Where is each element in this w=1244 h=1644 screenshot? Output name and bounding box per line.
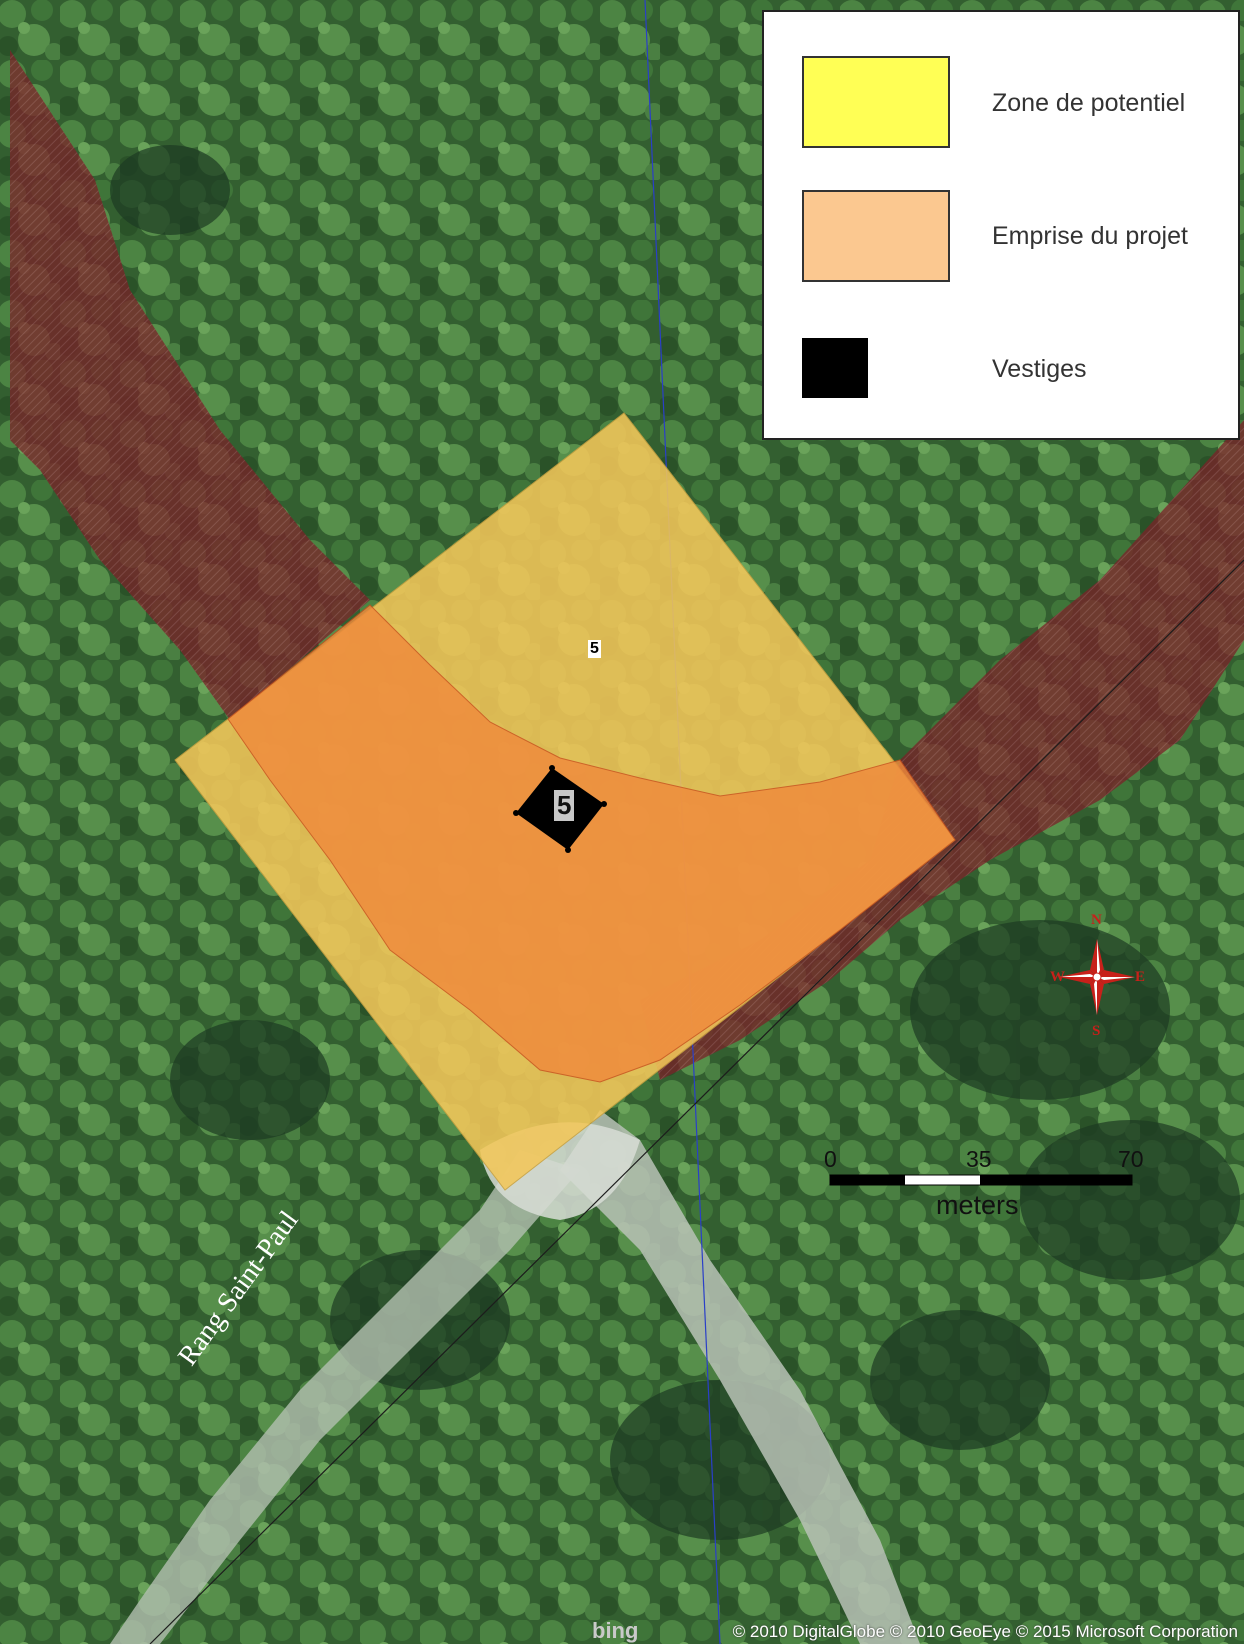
gravel-road-south bbox=[560, 1110, 920, 1644]
north-arrow-icon bbox=[1059, 939, 1135, 1015]
compass-e: E bbox=[1135, 969, 1146, 985]
compass-w: W bbox=[1050, 969, 1065, 985]
zone-id-label: 5 bbox=[588, 640, 601, 658]
legend-label-zone: Zone de potentiel bbox=[992, 89, 1186, 117]
scale-unit: meters bbox=[936, 1190, 1019, 1220]
scale-tick-70: 70 bbox=[1118, 1146, 1144, 1172]
bing-logo: bing bbox=[592, 1618, 639, 1643]
attribution-text: © 2010 DigitalGlobe © 2010 GeoEye © 2015… bbox=[732, 1622, 1238, 1641]
vestige-id-label: 5 bbox=[554, 790, 575, 821]
legend-label-emprise: Emprise du projet bbox=[992, 222, 1188, 250]
scale-tick-0: 0 bbox=[824, 1146, 837, 1172]
vestige-vertices bbox=[513, 765, 607, 853]
compass-n: N bbox=[1091, 912, 1102, 928]
gravel-road-southwest bbox=[110, 1150, 580, 1644]
scale-bar bbox=[829, 1174, 1133, 1186]
scale-tick-35: 35 bbox=[966, 1146, 992, 1172]
compass-s: S bbox=[1092, 1023, 1101, 1039]
road-centerline bbox=[149, 559, 1244, 1644]
dark-forest-patches bbox=[110, 145, 1240, 1540]
emprise-du-projet[interactable] bbox=[227, 604, 956, 1083]
map-legend: Zone de potentiel Emprise du projet Vest… bbox=[762, 10, 1240, 440]
legend-label-vestiges: Vestiges bbox=[992, 355, 1087, 383]
road-buffer-ne bbox=[640, 420, 1244, 1080]
legend-swatch-zone bbox=[802, 56, 950, 148]
road-buffer-nw bbox=[10, 50, 370, 720]
legend-swatch-vestiges bbox=[802, 338, 868, 398]
legend-swatch-emprise bbox=[802, 190, 950, 282]
